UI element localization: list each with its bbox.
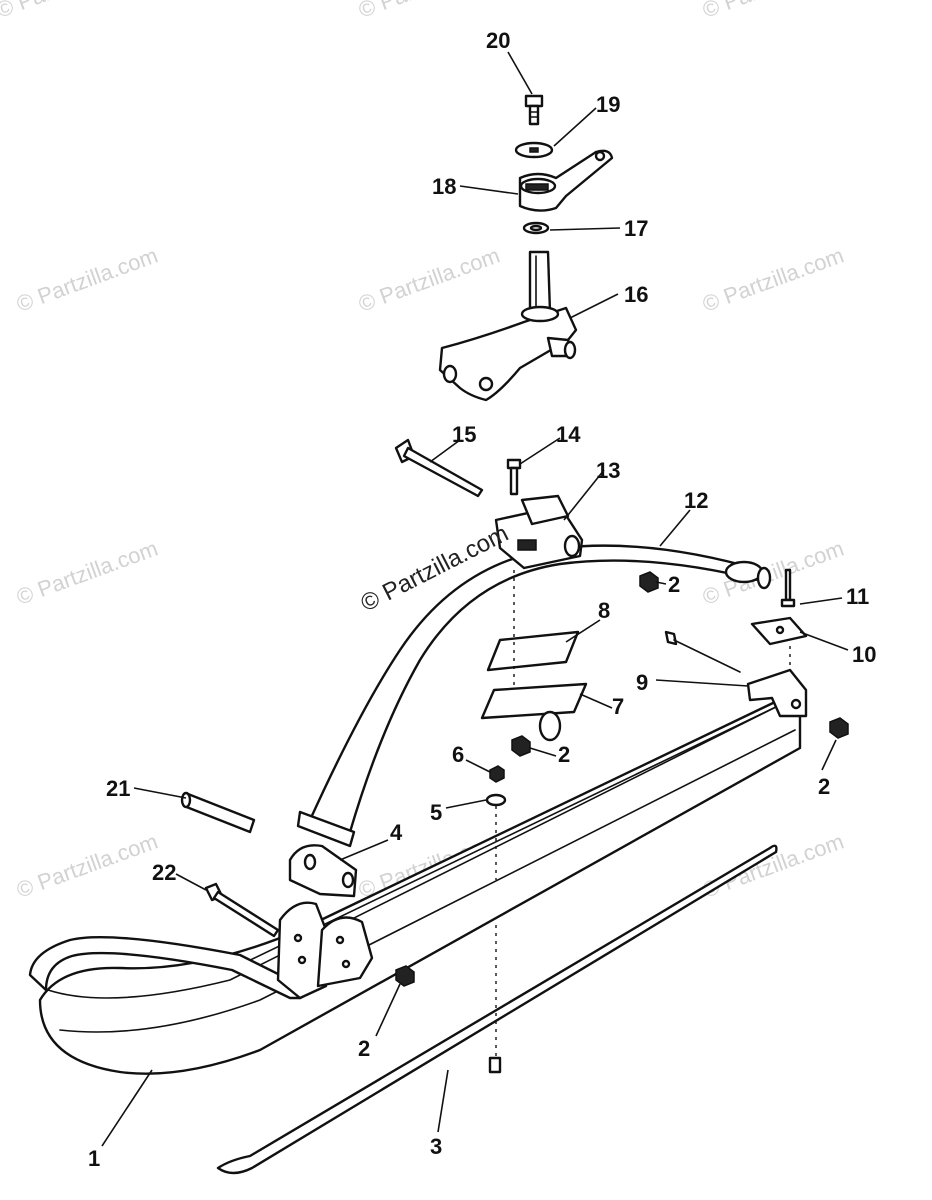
callout-2-middle: 2 (558, 742, 570, 767)
callout-3: 3 (430, 1134, 442, 1159)
part-12-spring (296, 544, 772, 848)
callout-5: 5 (430, 800, 442, 825)
callout-18: 18 (432, 174, 456, 199)
part-20-bolt (524, 94, 544, 126)
callout-19: 19 (596, 92, 620, 117)
front-mount-bracket (276, 901, 374, 1000)
watermark: © Partzilla.com (13, 829, 161, 903)
part-3-wear-bar (216, 844, 778, 1175)
part-18-steering-arm (518, 149, 614, 212)
callout-8: 8 (598, 598, 610, 623)
part-19-washer (514, 141, 554, 159)
callout-12: 12 (684, 488, 708, 513)
watermark: © Partzilla.com (355, 0, 503, 23)
callout-16: 16 (624, 282, 648, 307)
callout-labels: 20 19 18 17 16 15 14 13 12 2 11 8 10 9 7… (88, 28, 876, 1171)
callout-14: 14 (556, 422, 581, 447)
watermark: © Partzilla.com (699, 0, 847, 23)
callout-4: 4 (390, 820, 403, 845)
part-9-bolt (664, 630, 741, 673)
part-5-washer (485, 793, 507, 807)
leader-lines (101, 51, 849, 1147)
watermark: © Partzilla.com (0, 0, 141, 23)
part-13-bracket (494, 494, 584, 570)
callout-9: 9 (636, 670, 648, 695)
part-2-nut-front (395, 965, 415, 987)
callout-11: 11 (846, 584, 869, 609)
callout-22: 22 (152, 860, 176, 885)
part-11-screw (780, 568, 796, 608)
part-8-plate (486, 630, 580, 672)
part-17-washer (522, 221, 550, 235)
part-22-bolt (204, 882, 280, 938)
callout-6: 6 (452, 742, 464, 767)
watermark: © Partzilla.com (355, 243, 503, 317)
callout-20: 20 (486, 28, 510, 53)
watermark: © Partzilla.com (699, 243, 847, 317)
callout-2-front: 2 (358, 1036, 370, 1061)
rear-bracket (746, 668, 808, 718)
watermark: © Partzilla.com (13, 536, 161, 610)
part-16-spindle (438, 250, 578, 402)
part-21-pin (180, 791, 256, 834)
callout-15: 15 (452, 422, 476, 447)
part-10-clip (750, 616, 808, 646)
watermark: © Partzilla.com (13, 243, 161, 317)
callout-13: 13 (596, 458, 620, 483)
part-2-nut-middle (511, 735, 531, 757)
callout-2-upper: 2 (668, 572, 680, 597)
part-2-nut-right (829, 717, 849, 739)
callout-2-right: 2 (818, 774, 830, 799)
part-14-bolt (506, 458, 522, 496)
watermark: © Partzilla.com (699, 829, 847, 903)
callout-7: 7 (612, 694, 624, 719)
callout-1: 1 (88, 1146, 100, 1171)
part-6-nut (489, 765, 505, 783)
callout-21: 21 (106, 776, 130, 801)
callout-10: 10 (852, 642, 876, 667)
callout-17: 17 (624, 216, 648, 241)
part-4-saddle (288, 844, 358, 898)
part-7-plate (480, 682, 588, 742)
part-15-bolt (394, 438, 484, 498)
part-2-nut-upper (639, 571, 659, 593)
